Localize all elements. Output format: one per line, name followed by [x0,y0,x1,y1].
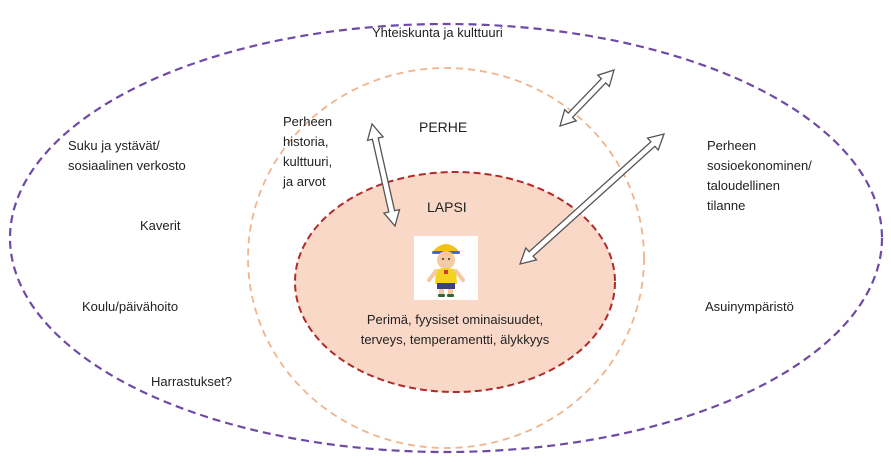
child-label: LAPSI [427,197,467,217]
family-history-label: Perheen historia, kulttuuri, ja arvot [283,112,332,192]
environment-label: Asuinympäristö [705,297,794,317]
relatives-label: Suku ja ystävät/ sosiaalinen verkosto [68,136,186,176]
friends-label: Kaverit [140,216,180,236]
society-label: Yhteiskunta ja kulttuuri [372,23,503,43]
hobbies-label: Harrastukset? [151,372,232,392]
family-economy-label: Perheen sosioekonominen/ taloudellinen t… [707,136,812,216]
child-traits-label: Perimä, fyysiset ominaisuudet, terveys, … [326,310,584,350]
child-figure-icon [414,236,478,300]
double-headed-arrow-icon [560,70,614,126]
family-label: PERHE [419,117,467,137]
school-label: Koulu/päivähoito [82,297,178,317]
